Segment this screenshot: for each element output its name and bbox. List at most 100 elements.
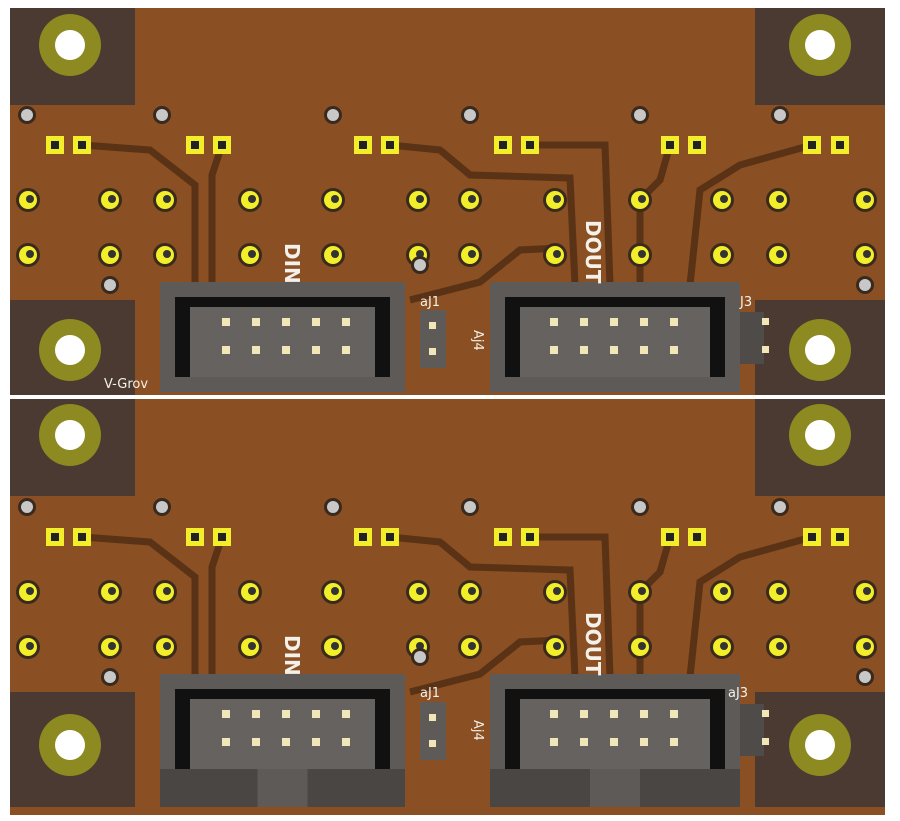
header-pin	[580, 738, 588, 746]
pad-hole	[331, 587, 339, 595]
v-groove-line	[12, 395, 885, 398]
pad-hole	[553, 250, 561, 258]
mounting-hole	[55, 335, 85, 365]
header-pin	[222, 738, 230, 746]
jumper-pin	[429, 740, 436, 747]
header-pin	[670, 346, 678, 354]
header-latch	[640, 769, 740, 807]
via-center	[21, 109, 33, 121]
header-inner	[520, 307, 710, 377]
header-pin	[580, 710, 588, 718]
smd-pad-hole	[51, 533, 59, 541]
pad-hole	[108, 642, 116, 650]
header-pin	[252, 710, 260, 718]
copper-trace	[81, 141, 199, 285]
mounting-hole	[805, 420, 835, 450]
smd-pad-hole	[218, 141, 226, 149]
smd-pad-hole	[526, 533, 534, 541]
header-latch	[307, 769, 405, 807]
smd-pad-hole	[386, 533, 394, 541]
jumper4-label: Aj4	[470, 330, 485, 351]
j3-pin	[762, 710, 769, 717]
header-pin	[550, 738, 558, 746]
pad-hole	[163, 642, 171, 650]
vgroove-label: V-Grov	[104, 377, 148, 392]
header-pin	[312, 738, 320, 746]
pad-hole	[638, 642, 646, 650]
header-pin	[342, 710, 350, 718]
header-pin	[670, 318, 678, 326]
smd-pad-hole	[836, 141, 844, 149]
via-center	[634, 501, 646, 513]
pad-hole	[720, 587, 728, 595]
pad-hole	[863, 587, 871, 595]
pad-hole	[248, 642, 256, 650]
pad-hole	[108, 250, 116, 258]
smd-pad-hole	[191, 533, 199, 541]
via-center	[156, 109, 168, 121]
pad-hole	[26, 642, 34, 650]
pad-hole	[863, 642, 871, 650]
pad-hole	[720, 195, 728, 203]
header-pin	[670, 710, 678, 718]
mounting-hole	[55, 30, 85, 60]
copper-trace	[208, 143, 226, 285]
header-pin	[640, 346, 648, 354]
smd-pad-hole	[808, 533, 816, 541]
header-j3	[740, 704, 764, 756]
pad-hole	[468, 195, 476, 203]
copper-trace	[686, 141, 813, 286]
header-pin	[222, 318, 230, 326]
smd-pad-hole	[666, 533, 674, 541]
pad-hole	[468, 642, 476, 650]
smd-pad-hole	[499, 141, 507, 149]
via-center	[774, 109, 786, 121]
via-center	[327, 109, 339, 121]
via-center	[859, 279, 871, 291]
header-inner	[190, 307, 375, 377]
pad-hole	[248, 195, 256, 203]
pad-hole	[553, 587, 561, 595]
mounting-hole	[805, 730, 835, 760]
header-pin	[550, 318, 558, 326]
pad-hole	[416, 587, 424, 595]
pad-hole	[26, 195, 34, 203]
jumper-pin	[429, 348, 436, 355]
via-center	[104, 279, 116, 291]
header-latch	[160, 769, 258, 807]
j3-pin	[762, 346, 769, 353]
smd-pad-hole	[526, 141, 534, 149]
header-pin	[282, 710, 290, 718]
pad-hole	[331, 250, 339, 258]
header-pin	[580, 318, 588, 326]
smd-pad-hole	[218, 533, 226, 541]
smd-pad-hole	[836, 533, 844, 541]
pad-hole	[26, 250, 34, 258]
copper-trace	[389, 533, 579, 678]
smd-pad-hole	[693, 533, 701, 541]
header-pin	[312, 710, 320, 718]
pad-hole	[638, 250, 646, 258]
j3-pin	[762, 738, 769, 745]
header3-label: aJ3	[728, 686, 748, 701]
smd-pad-hole	[359, 533, 367, 541]
via-center	[414, 259, 426, 271]
pad-hole	[776, 195, 784, 203]
header-pin	[670, 738, 678, 746]
copper-trace	[409, 636, 561, 696]
copper-trace	[208, 535, 226, 677]
pad-hole	[26, 587, 34, 595]
mounting-hole	[55, 420, 85, 450]
jumper-aj1	[420, 310, 446, 368]
header-pin	[282, 738, 290, 746]
copper-trace	[530, 533, 614, 678]
jumper-pin	[429, 714, 436, 721]
smd-pad-hole	[78, 141, 86, 149]
smd-pad-hole	[359, 141, 367, 149]
header-pin	[550, 710, 558, 718]
header-pin	[640, 710, 648, 718]
header-pin	[640, 318, 648, 326]
header-pin	[342, 346, 350, 354]
